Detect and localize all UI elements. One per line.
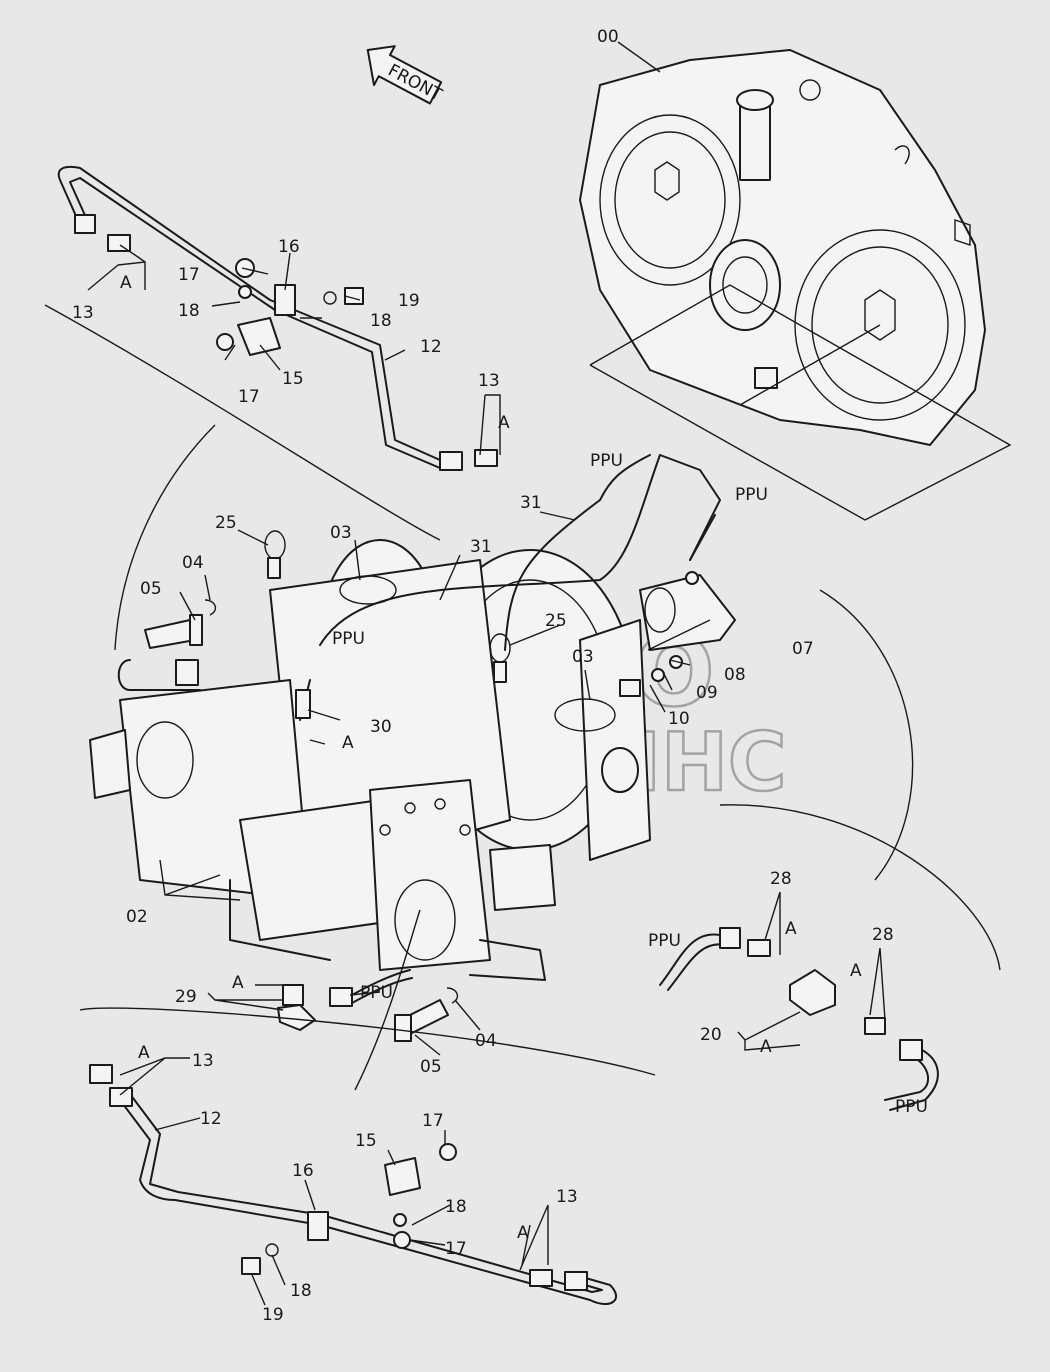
callout-05: 05 xyxy=(140,579,162,599)
callout-17: 17 xyxy=(238,387,260,407)
callout-17: 17 xyxy=(422,1111,444,1131)
callout-17: 17 xyxy=(178,265,200,285)
callout-13: 13 xyxy=(192,1051,214,1071)
callout-18: 18 xyxy=(445,1197,467,1217)
callout-29: 29 xyxy=(175,987,197,1007)
callout-PPU: PPU xyxy=(735,485,768,505)
callout-31: 31 xyxy=(470,537,492,557)
callout-13: 13 xyxy=(478,371,500,391)
callout-18: 18 xyxy=(370,311,392,331)
callout-25: 25 xyxy=(215,513,237,533)
callout-A: A xyxy=(232,973,244,993)
callout-02: 02 xyxy=(126,907,148,927)
callout-A: A xyxy=(850,961,862,981)
callout-00: 00 xyxy=(597,27,619,47)
callout-04: 04 xyxy=(182,553,204,573)
callout-A: A xyxy=(785,919,797,939)
auxiliary-pump xyxy=(639,571,736,651)
callout-12: 12 xyxy=(200,1109,222,1129)
callout-19: 19 xyxy=(398,291,420,311)
callout-A: A xyxy=(342,733,354,753)
callout-15: 15 xyxy=(282,369,304,389)
front-arrow: FRONT xyxy=(366,45,446,106)
callout-12: 12 xyxy=(420,337,442,357)
callout-05: 05 xyxy=(420,1057,442,1077)
callout-19: 19 xyxy=(262,1305,284,1325)
callout-25: 25 xyxy=(545,611,567,631)
callout-PPU: PPU xyxy=(360,983,393,1003)
callout-13: 13 xyxy=(556,1187,578,1207)
callout-PPU: PPU xyxy=(332,629,365,649)
callout-A: A xyxy=(517,1223,529,1243)
gear-case xyxy=(579,49,986,446)
callout-A: A xyxy=(498,413,510,433)
callout-31: 31 xyxy=(520,493,542,513)
callout-18: 18 xyxy=(290,1281,312,1301)
callout-07: 07 xyxy=(792,639,814,659)
callout-PPU: PPU xyxy=(590,451,623,471)
callout-labels: 00 13 A 17 16 18 19 18 17 15 12 13 A PPU… xyxy=(72,27,928,1325)
callout-15: 15 xyxy=(355,1131,377,1151)
callout-08: 08 xyxy=(724,665,746,685)
callout-13: 13 xyxy=(72,303,94,323)
callout-PPU: PPU xyxy=(895,1097,928,1117)
callout-30: 30 xyxy=(370,717,392,737)
callout-28: 28 xyxy=(872,925,894,945)
callout-16: 16 xyxy=(278,237,300,257)
callout-A: A xyxy=(120,273,132,293)
callout-04: 04 xyxy=(475,1031,497,1051)
callout-20: 20 xyxy=(700,1025,722,1045)
callout-10: 10 xyxy=(668,709,690,729)
callout-03: 03 xyxy=(330,523,352,543)
callout-PPU: PPU xyxy=(648,931,681,951)
callout-03: 03 xyxy=(572,647,594,667)
callout-16: 16 xyxy=(292,1161,314,1181)
callout-A: A xyxy=(760,1037,772,1057)
callout-09: 09 xyxy=(696,683,718,703)
callout-A: A xyxy=(138,1043,150,1063)
callout-17: 17 xyxy=(445,1239,467,1259)
callout-18: 18 xyxy=(178,301,200,321)
callout-28: 28 xyxy=(770,869,792,889)
